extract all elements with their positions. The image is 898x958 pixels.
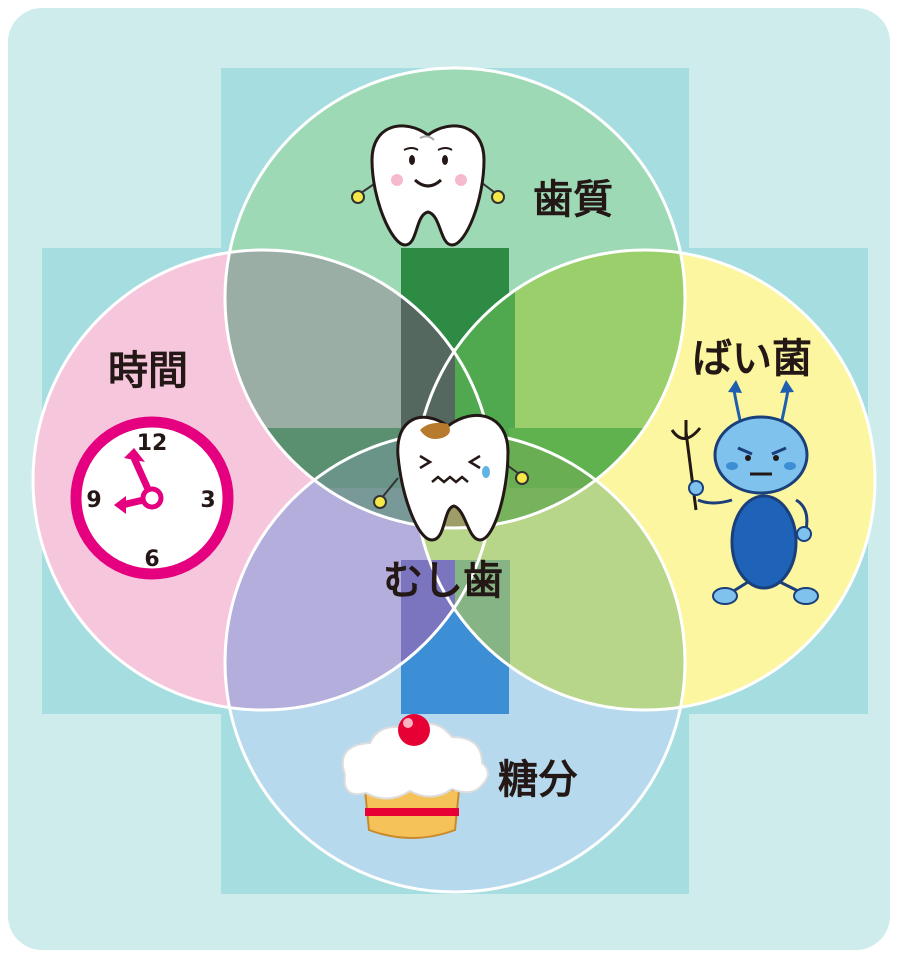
clock-number-6: 6	[144, 547, 159, 572]
clock-icon: 12 3 6 9	[70, 416, 234, 580]
clock-number-3: 3	[200, 488, 215, 513]
cake-icon	[341, 714, 489, 839]
label-left: 時間	[108, 348, 188, 394]
clock-number-9: 9	[86, 488, 101, 513]
happy-tooth-icon	[351, 124, 505, 247]
decayed-tooth-icon	[373, 413, 529, 542]
circle-outlines	[31, 66, 877, 894]
label-center: むし歯	[383, 558, 503, 604]
label-bottom: 糖分	[498, 757, 578, 803]
clock-number-12: 12	[137, 431, 168, 456]
label-top: 歯質	[533, 177, 613, 223]
label-right: ばい菌	[692, 336, 812, 382]
bug-devil-icon	[670, 380, 819, 605]
